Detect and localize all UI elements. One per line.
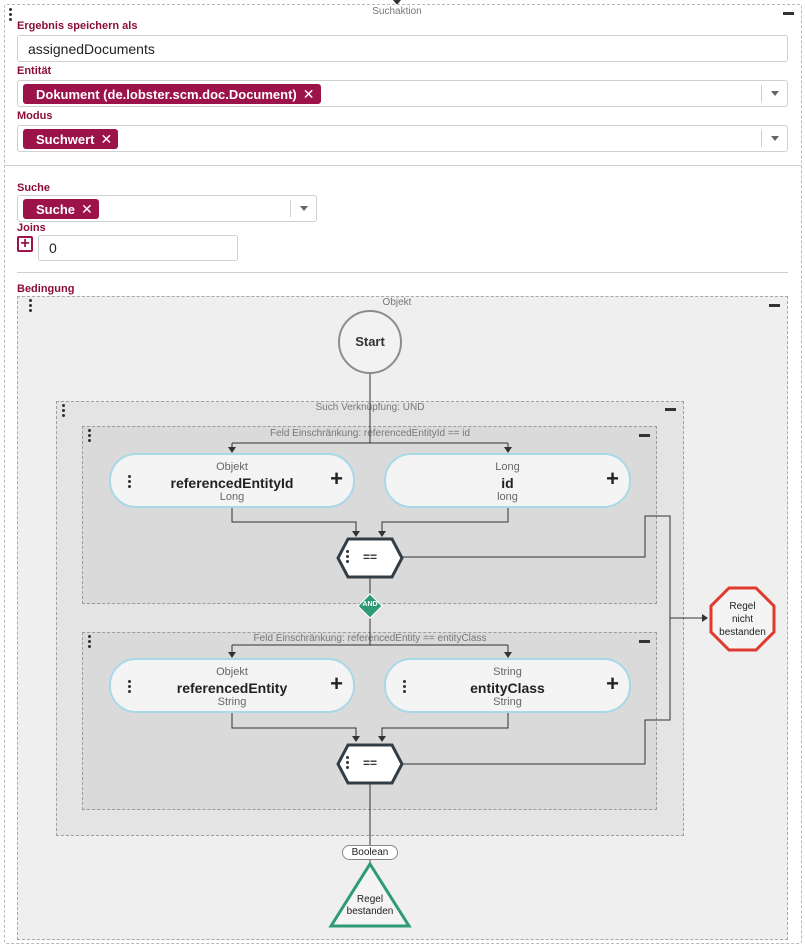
field-restriction-2-title: Feld Einschränkung: referencedEntity == …	[253, 633, 487, 644]
node-name: entityClass	[470, 679, 545, 696]
rule-passed-node[interactable]: Regel bestanden	[335, 894, 405, 918]
joins-input[interactable]: 0	[38, 235, 238, 261]
node-subtype-label: String	[493, 696, 522, 709]
boolean-badge: Boolean	[342, 845, 398, 860]
node-name: referencedEntity	[176, 679, 288, 696]
collapse-search-link-button[interactable]	[665, 408, 676, 411]
divider	[5, 165, 801, 166]
mode-tag: Suchwert ✕	[23, 129, 119, 149]
add-join-icon[interactable]: +	[17, 236, 33, 252]
node-subtype-label: String	[217, 696, 247, 709]
mode-dropdown-icon[interactable]	[761, 130, 787, 147]
field-restriction-2-menu-icon[interactable]	[86, 635, 92, 648]
top-connector-arrow	[393, 0, 401, 5]
condition-label: Bedingung	[17, 283, 75, 295]
operator-2-label[interactable]: ==	[362, 756, 377, 770]
search-select[interactable]: Suche ✕	[17, 195, 317, 222]
rule-failed-line-3: bestanden	[719, 627, 766, 638]
node-type-label: String	[493, 666, 522, 678]
and-label[interactable]: AND	[362, 601, 378, 608]
entity-tag-label: Dokument (de.lobster.scm.doc.Document)	[36, 86, 297, 102]
entity-tag: Dokument (de.lobster.scm.doc.Document) ✕	[23, 84, 321, 104]
panel-title: Suchaktion	[372, 6, 422, 17]
operator-1-label[interactable]: ==	[362, 550, 377, 564]
search-link-menu-icon[interactable]	[60, 404, 66, 417]
operator-1-menu-icon[interactable]	[344, 550, 350, 563]
search-tag-remove-icon[interactable]: ✕	[81, 200, 93, 217]
result-variable-label: Ergebnis speichern als	[17, 20, 138, 32]
object-panel-menu-icon[interactable]	[27, 299, 33, 312]
divider	[17, 272, 788, 273]
rule-passed-line-1: Regel	[356, 894, 384, 905]
result-variable-input[interactable]: assignedDocuments	[17, 35, 788, 62]
search-tag-label: Suche	[36, 201, 76, 217]
node-name: id	[501, 474, 514, 491]
node-menu-icon[interactable]	[126, 680, 132, 693]
collapse-field-restriction-2-button[interactable]	[639, 640, 650, 643]
node-subtype-label: long	[497, 491, 518, 504]
panel-menu-icon[interactable]	[7, 8, 13, 21]
start-node[interactable]: Start	[355, 334, 385, 349]
search-label: Suche	[17, 182, 51, 194]
search-tag: Suche ✕	[23, 199, 99, 219]
add-node-icon[interactable]: +	[330, 466, 343, 491]
entity-select[interactable]: Dokument (de.lobster.scm.doc.Document) ✕	[17, 80, 788, 107]
field-node-entityClass[interactable]: String entityClass String +	[384, 658, 631, 713]
search-dropdown-icon[interactable]	[290, 200, 316, 217]
node-subtype-label: Long	[219, 491, 245, 504]
rule-failed-line-1: Regel	[729, 601, 756, 612]
node-name: referencedEntityId	[170, 474, 294, 491]
mode-tag-label: Suchwert	[36, 131, 95, 147]
field-restriction-1-menu-icon[interactable]	[86, 429, 92, 442]
collapse-panel-button[interactable]	[783, 12, 794, 15]
node-type-label: Long	[495, 461, 520, 473]
search-link-title: Such Verknüpfung: UND	[315, 402, 425, 413]
entity-label: Entität	[17, 65, 52, 77]
add-node-icon[interactable]: +	[606, 466, 619, 491]
joins-label: Joins	[17, 222, 46, 234]
add-node-icon[interactable]: +	[330, 671, 343, 696]
collapse-field-restriction-1-button[interactable]	[639, 434, 650, 437]
mode-label: Modus	[17, 110, 53, 122]
mode-select[interactable]: Suchwert ✕	[17, 125, 788, 152]
rule-failed-node[interactable]: Regel nicht bestanden	[711, 600, 774, 639]
mode-tag-remove-icon[interactable]: ✕	[100, 130, 113, 147]
node-type-label: Objekt	[216, 461, 248, 473]
field-node-id[interactable]: Long id long +	[384, 453, 631, 508]
operator-2-menu-icon[interactable]	[344, 756, 350, 769]
field-restriction-1-title: Feld Einschränkung: referencedEntityId =…	[269, 428, 471, 439]
node-menu-icon[interactable]	[401, 680, 407, 693]
node-menu-icon[interactable]	[126, 475, 132, 488]
node-type-label: Objekt	[216, 666, 248, 678]
field-node-referencedEntity[interactable]: Objekt referencedEntity String +	[109, 658, 355, 713]
collapse-object-panel-button[interactable]	[769, 304, 780, 307]
rule-failed-line-2: nicht	[731, 614, 754, 625]
entity-dropdown-icon[interactable]	[761, 85, 787, 102]
field-node-referencedEntityId[interactable]: Objekt referencedEntityId Long +	[109, 453, 355, 508]
entity-tag-remove-icon[interactable]: ✕	[302, 85, 315, 102]
rule-passed-line-2: bestanden	[346, 906, 394, 917]
add-node-icon[interactable]: +	[606, 671, 619, 696]
object-panel-title: Objekt	[382, 297, 412, 308]
